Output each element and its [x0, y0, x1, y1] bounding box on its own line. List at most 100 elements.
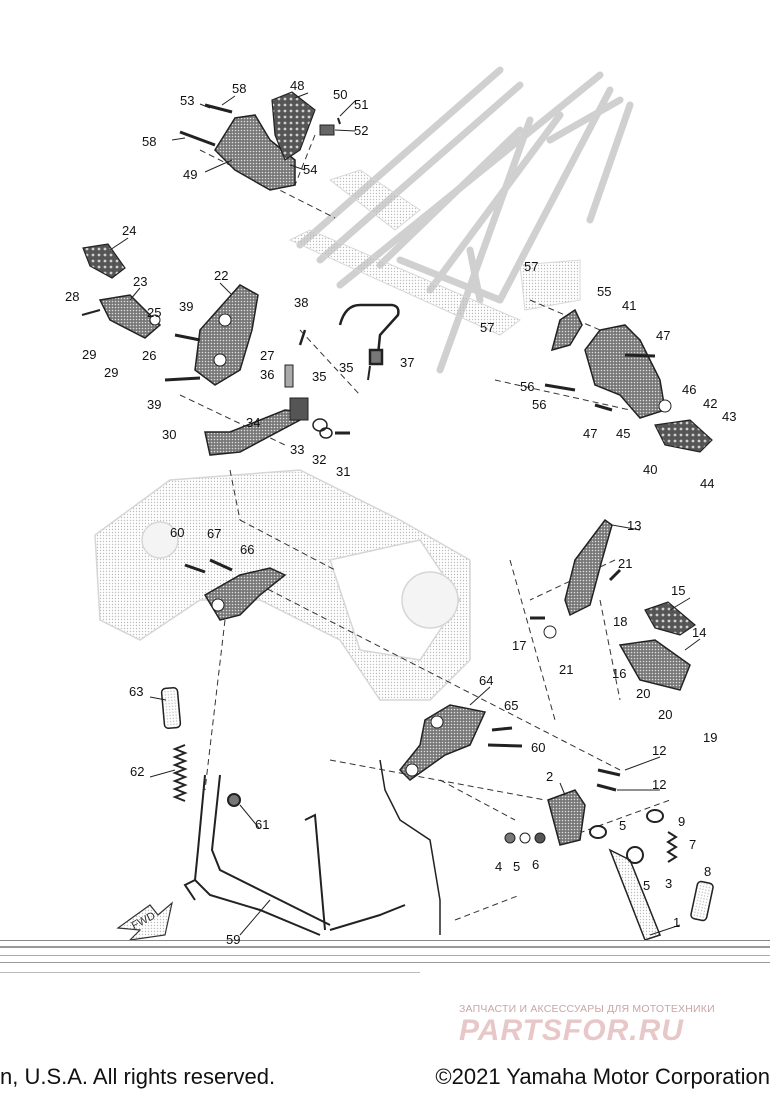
footrest-bracket-64 [398, 704, 523, 781]
scan-noise-band [0, 940, 770, 973]
callout-45: 45 [616, 426, 631, 441]
callout-39: 39 [179, 299, 194, 314]
callout-54: 54 [303, 162, 318, 177]
callout-16: 16 [612, 666, 627, 681]
callout-5: 5 [513, 859, 521, 874]
callout-65: 65 [504, 698, 519, 713]
callout-59: 59 [226, 932, 241, 947]
callout-60: 60 [531, 740, 546, 755]
rider-footrest-left [81, 243, 162, 339]
rear-footrest-bracket-right [544, 308, 713, 453]
callout-35: 35 [312, 369, 327, 384]
callout-66: 66 [240, 542, 255, 557]
callout-31: 31 [336, 464, 351, 479]
frame-lower [94, 469, 471, 701]
callout-47: 47 [656, 328, 671, 343]
callout-25: 25 [147, 305, 162, 320]
callout-27: 27 [260, 348, 275, 363]
rider-footrest-bracket-left [164, 284, 259, 386]
callout-17: 17 [512, 638, 527, 653]
callout-57: 57 [480, 320, 495, 335]
callout-42: 42 [703, 396, 718, 411]
leader-dashes [179, 134, 671, 921]
callout-28: 28 [65, 289, 80, 304]
callout-56: 56 [532, 397, 547, 412]
callout-21: 21 [559, 662, 574, 677]
callout-22: 22 [214, 268, 229, 283]
callout-7: 7 [689, 837, 697, 852]
callout-5: 5 [643, 878, 651, 893]
callout-20: 20 [658, 707, 673, 722]
callout-6: 6 [532, 857, 540, 872]
callout-61: 61 [255, 817, 270, 832]
callout-64: 64 [479, 673, 494, 688]
callout-50: 50 [333, 87, 348, 102]
callout-2: 2 [546, 769, 554, 784]
callout-41: 41 [622, 298, 637, 313]
callout-12: 12 [652, 777, 667, 792]
callout-67: 67 [207, 526, 222, 541]
rider-footrest-bracket-right [530, 518, 696, 691]
callout-12: 12 [652, 743, 667, 758]
callout-33: 33 [290, 442, 305, 457]
callout-5: 5 [619, 818, 627, 833]
watermark-tagline: ЗАПЧАСТИ И АКСЕССУАРЫ ДЛЯ МОТОТЕХНИКИ [459, 1003, 715, 1015]
callout-24: 24 [122, 223, 137, 238]
callout-38: 38 [294, 295, 309, 310]
callout-51: 51 [354, 97, 369, 112]
callout-30: 30 [162, 427, 177, 442]
callout-18: 18 [613, 614, 628, 629]
callout-29: 29 [104, 365, 119, 380]
footrest-bracket-66 [184, 558, 287, 621]
callout-leaders [109, 92, 701, 936]
callout-63: 63 [129, 684, 144, 699]
callout-32: 32 [312, 452, 327, 467]
side-stand [504, 768, 714, 941]
callout-46: 46 [682, 382, 697, 397]
callout-26: 26 [142, 348, 157, 363]
callout-19: 19 [703, 730, 718, 745]
callout-29: 29 [82, 347, 97, 362]
callout-3: 3 [665, 876, 673, 891]
callout-9: 9 [678, 814, 686, 829]
callout-1: 1 [673, 915, 681, 930]
callout-14: 14 [692, 625, 707, 640]
callout-56: 56 [520, 379, 535, 394]
copyright-right: ©2021 Yamaha Motor Corporation [435, 1064, 770, 1089]
callout-40: 40 [643, 462, 658, 477]
callout-23: 23 [133, 274, 148, 289]
watermark-brand: PARTSFOR.RU [459, 1014, 684, 1047]
stand-spring [160, 686, 188, 802]
fwd-arrow [116, 901, 173, 941]
callout-8: 8 [704, 864, 712, 879]
main-stand [183, 759, 441, 936]
callout-48: 48 [290, 78, 305, 93]
callout-37: 37 [400, 355, 415, 370]
callout-53: 53 [180, 93, 195, 108]
callout-55: 55 [597, 284, 612, 299]
callout-36: 36 [260, 367, 275, 382]
callout-52: 52 [354, 123, 369, 138]
copyright-left: n, U.S.A. All rights reserved. [0, 1064, 276, 1089]
callout-43: 43 [722, 409, 737, 424]
callout-62: 62 [130, 764, 145, 779]
callout-35: 35 [339, 360, 354, 375]
callout-4: 4 [495, 859, 503, 874]
callout-57: 57 [524, 259, 539, 274]
frame-upper-shade [288, 169, 581, 336]
callout-47: 47 [583, 426, 598, 441]
callout-20: 20 [636, 686, 651, 701]
callout-58: 58 [142, 134, 157, 149]
frame-upper [296, 66, 634, 374]
callout-39: 39 [147, 397, 162, 412]
callout-13: 13 [627, 518, 642, 533]
callout-15: 15 [671, 583, 686, 598]
callout-49: 49 [183, 167, 198, 182]
brake-switch-cable [284, 303, 400, 388]
brake-pedal [204, 397, 350, 456]
rear-footrest-bracket-left [179, 91, 341, 191]
callout-34: 34 [246, 415, 261, 430]
callout-21: 21 [618, 556, 633, 571]
callout-58: 58 [232, 81, 247, 96]
